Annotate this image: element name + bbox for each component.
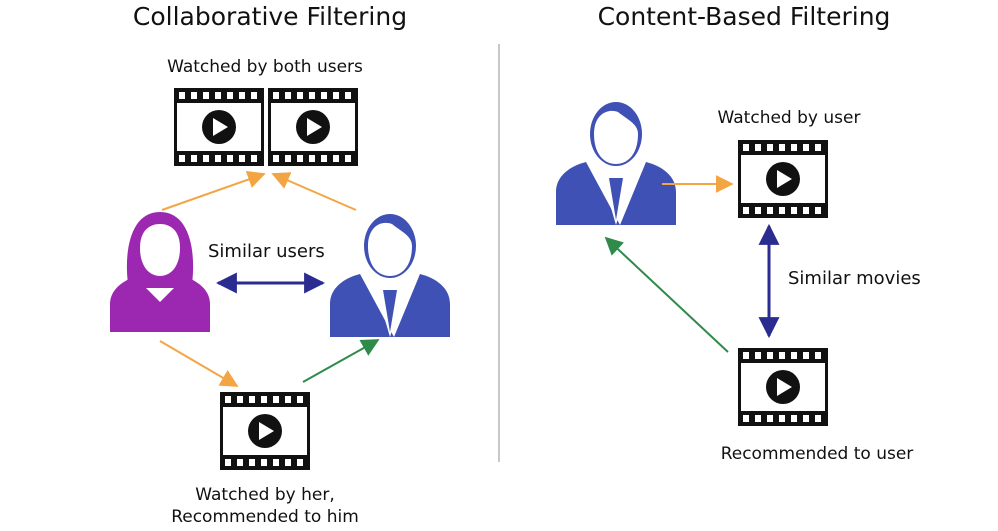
similar-movies-label: Similar movies	[788, 268, 921, 289]
both-watched-label: Watched by both users	[167, 57, 363, 77]
film-icon-recommended	[738, 348, 828, 426]
recommended-to-user-label: Recommended to user	[720, 444, 914, 464]
male-user-icon-right	[556, 102, 676, 225]
arrow-film-to-male	[302, 339, 380, 383]
female-user-icon	[110, 212, 210, 332]
collaborative-filtering-title: Collaborative Filtering	[132, 2, 408, 31]
film-icon-watched-2	[268, 88, 358, 166]
arrow-female-to-film	[159, 340, 239, 387]
arrow-film-to-user	[604, 236, 729, 353]
male-user-icon-left	[330, 214, 450, 337]
film-icon-her-watched	[220, 392, 310, 470]
similar-users-label: Similar users	[208, 241, 325, 262]
arrow-male-to-watched	[271, 172, 357, 211]
watched-by-her-line1: Watched by her,	[195, 485, 335, 505]
watched-by-her-label: Watched by her, Recommended to him	[171, 484, 359, 528]
content-based-filtering-title: Content-Based Filtering	[597, 2, 891, 31]
film-icon-watched-1	[174, 88, 264, 166]
arrow-female-to-watched	[161, 170, 266, 211]
watched-by-her-line2: Recommended to him	[171, 507, 359, 527]
film-icon-watched-by-user	[738, 140, 828, 218]
watched-by-user-label: Watched by user	[717, 108, 861, 128]
